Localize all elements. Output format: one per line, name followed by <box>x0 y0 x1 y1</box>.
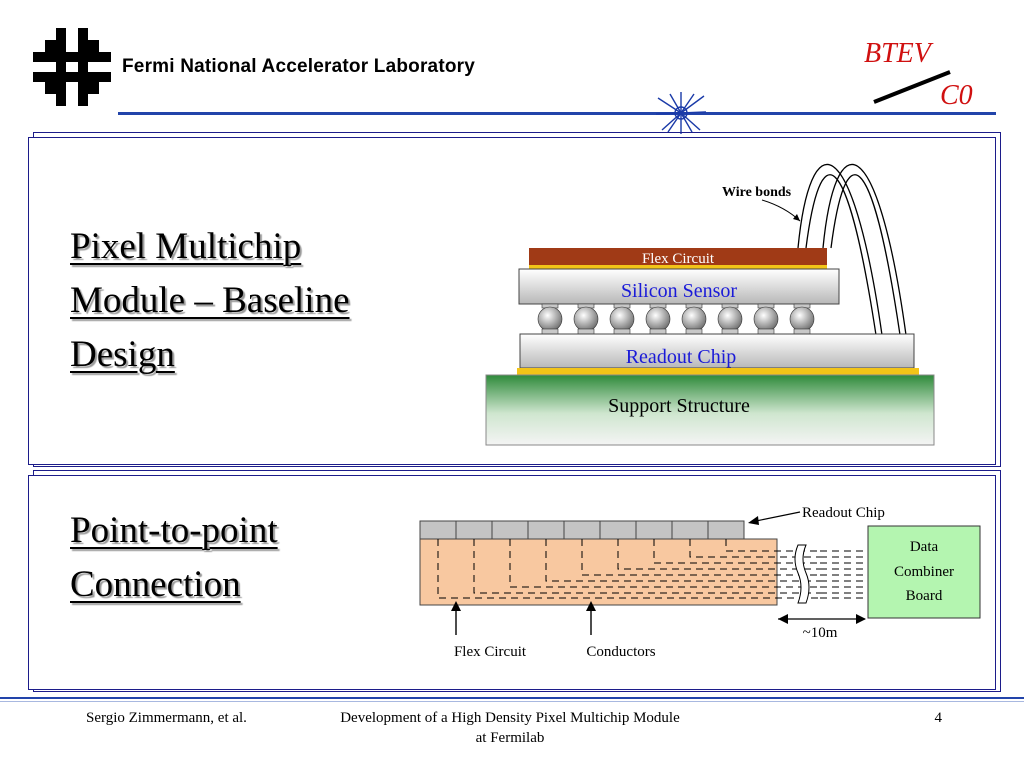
flex-circuit-layer <box>529 248 827 267</box>
btev-logo: BTEV C0 <box>864 38 973 111</box>
heading-line: Design <box>70 334 175 375</box>
wire-bonds <box>797 163 907 336</box>
heading-line: Point-to-point <box>70 510 278 551</box>
point-to-point-diagram: Readout Chip Data Combiner Board ~10m Fl… <box>419 505 981 660</box>
readout-chips-row <box>419 520 745 540</box>
data-combiner-label-line: Board <box>906 588 943 604</box>
bump-bonds <box>537 303 815 335</box>
header-rule <box>118 112 996 115</box>
footer-author: Sergio Zimmermann, et al. <box>86 710 247 726</box>
footer-rule <box>0 701 1024 702</box>
page-number: 4 <box>934 710 943 726</box>
support-structure-layer <box>485 374 935 446</box>
data-combiner-label-line: Data <box>910 539 939 555</box>
data-combiner-label-line: Combiner <box>894 564 954 580</box>
wire-bonds-label: Wire bonds <box>722 185 792 200</box>
readout-chip-layer <box>519 333 915 369</box>
flex-circuit-label: Flex Circuit <box>642 251 715 267</box>
footer-rule <box>0 697 1024 699</box>
heading-line: Module – Baseline <box>70 280 350 321</box>
cable-traces <box>820 550 868 599</box>
silicon-sensor-label: Silicon Sensor <box>621 280 737 302</box>
module-cross-section-diagram: Wire bonds Flex Circuit Silicon Sensor R… <box>485 163 935 446</box>
support-structure-label: Support Structure <box>608 395 750 417</box>
particle-burst-icon <box>655 92 707 134</box>
heading-line: Connection <box>70 564 241 605</box>
flex-circuit-label: Flex Circuit <box>454 644 527 660</box>
heading-line: Pixel Multichip <box>70 226 302 267</box>
readout-chip-label: Readout Chip <box>626 346 737 368</box>
conductors-label: Conductors <box>586 644 655 660</box>
footer-title: Development of a High Density Pixel Mult… <box>340 710 680 746</box>
point-to-point-heading: Point-to-point Connection <box>70 504 278 612</box>
distance-label: ~10m <box>803 625 838 641</box>
btev-logo-text: BTEV <box>864 38 934 69</box>
silicon-sensor-layer <box>518 268 840 305</box>
lab-name: Fermi National Accelerator Laboratory <box>122 56 476 77</box>
baseline-design-heading: Pixel Multichip Module – Baseline Design <box>70 220 350 382</box>
data-combiner-board <box>867 525 981 619</box>
readout-chip-label: Readout Chip <box>802 505 885 521</box>
cable-break-marks <box>794 544 810 604</box>
flex-circuit-block <box>419 538 778 606</box>
fermilab-logo <box>33 28 111 106</box>
c0-logo-text: C0 <box>940 80 973 111</box>
conductor-traces <box>437 539 820 599</box>
